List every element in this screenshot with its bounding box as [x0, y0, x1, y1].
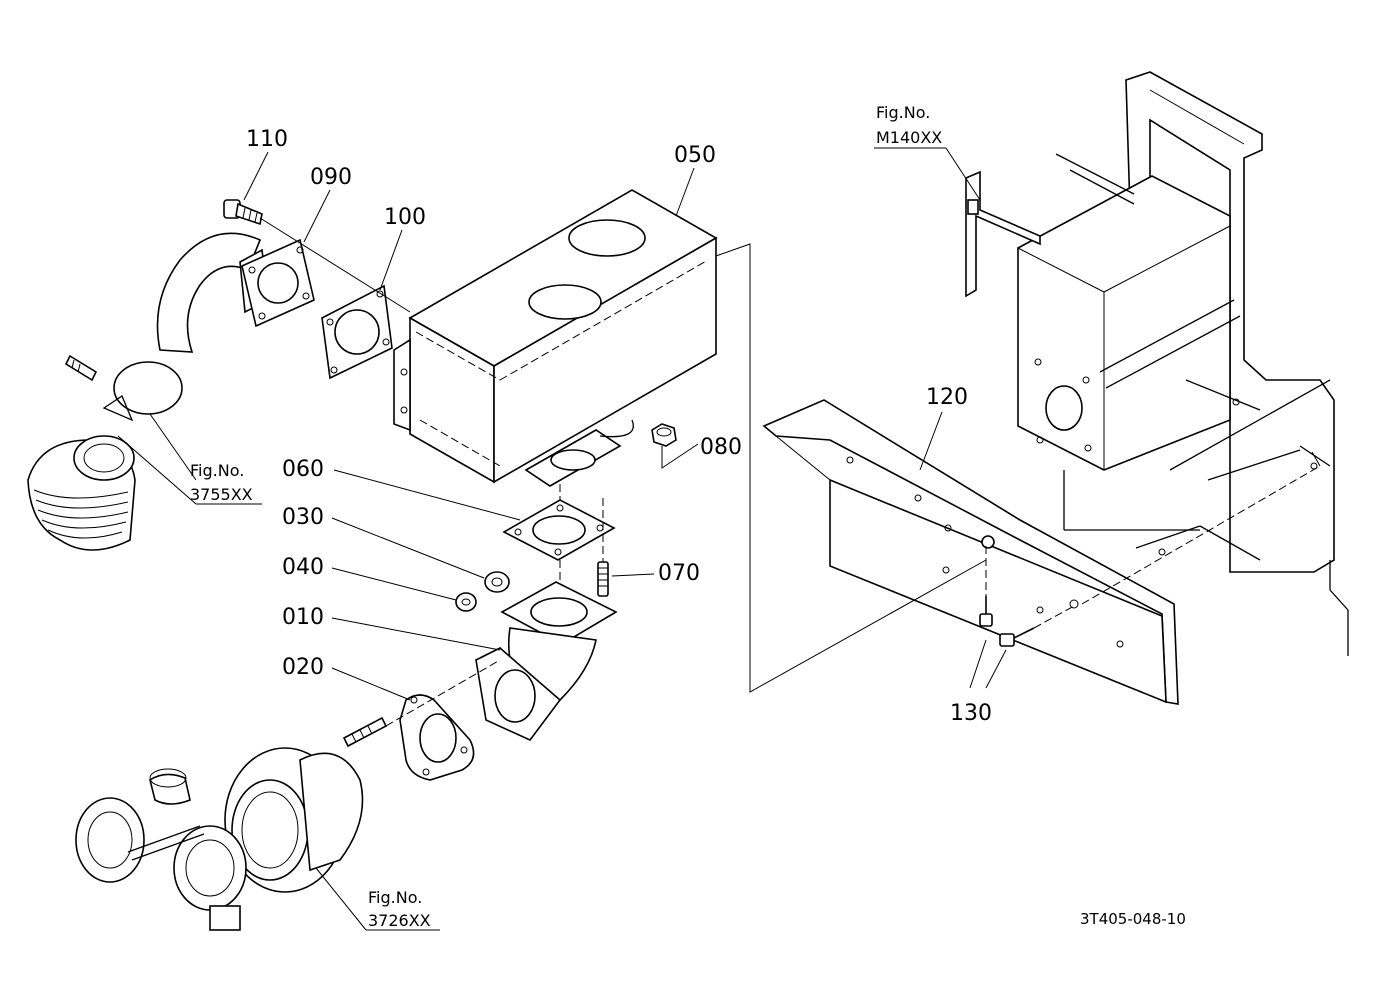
label-030: 030 — [282, 505, 324, 530]
label-130: 130 — [950, 701, 992, 726]
label-060: 060 — [282, 457, 324, 482]
drawing-code: 3T405-048-10 — [1080, 910, 1186, 928]
label-010: 010 — [282, 605, 324, 630]
label-050: 050 — [674, 143, 716, 168]
nut-080 — [651, 423, 677, 447]
turbocharger — [75, 747, 364, 931]
fig-label-3755: Fig.No. — [190, 461, 244, 480]
fig-label-3726: Fig.No. — [368, 888, 422, 907]
fig-code-3726: 3726XX — [368, 911, 431, 930]
figure-ref-3755xx: Fig.No. 3755XX — [190, 461, 253, 504]
bellows-hose — [27, 435, 136, 551]
bolt-110 — [223, 199, 263, 226]
leader-lines — [117, 147, 1321, 931]
label-110: 110 — [246, 127, 288, 152]
fig-label-m140: Fig.No. — [876, 103, 930, 122]
label-120: 120 — [926, 385, 968, 410]
gasket-100 — [321, 284, 393, 380]
part-labels: 110 090 100 050 080 060 030 040 070 010 … — [246, 127, 992, 726]
elbow-010 — [475, 581, 618, 741]
label-080: 080 — [700, 435, 742, 460]
engine-frame — [965, 71, 1349, 656]
bolts-130 — [979, 596, 1035, 647]
fig-code-3755: 3755XX — [190, 485, 253, 504]
label-100: 100 — [384, 205, 426, 230]
figure-ref-3726xx: Fig.No. 3726XX — [368, 888, 431, 930]
gasket-060 — [502, 499, 616, 561]
fig-code-m140: M140XX — [876, 128, 942, 147]
washer-040 — [455, 592, 477, 612]
label-020: 020 — [282, 655, 324, 680]
figure-ref-m140xx: Fig.No. M140XX — [876, 103, 942, 147]
clamp-assembly — [64, 354, 183, 422]
stud-070 — [597, 561, 609, 597]
stud-turbo — [342, 716, 388, 748]
label-070: 070 — [658, 561, 700, 586]
label-090: 090 — [310, 165, 352, 190]
gasket-020 — [399, 694, 475, 781]
gasket-090 — [241, 238, 315, 328]
nut-030 — [484, 571, 510, 593]
label-040: 040 — [282, 555, 324, 580]
muffler-050 — [393, 189, 718, 487]
heat-shield-120 — [762, 399, 1179, 705]
